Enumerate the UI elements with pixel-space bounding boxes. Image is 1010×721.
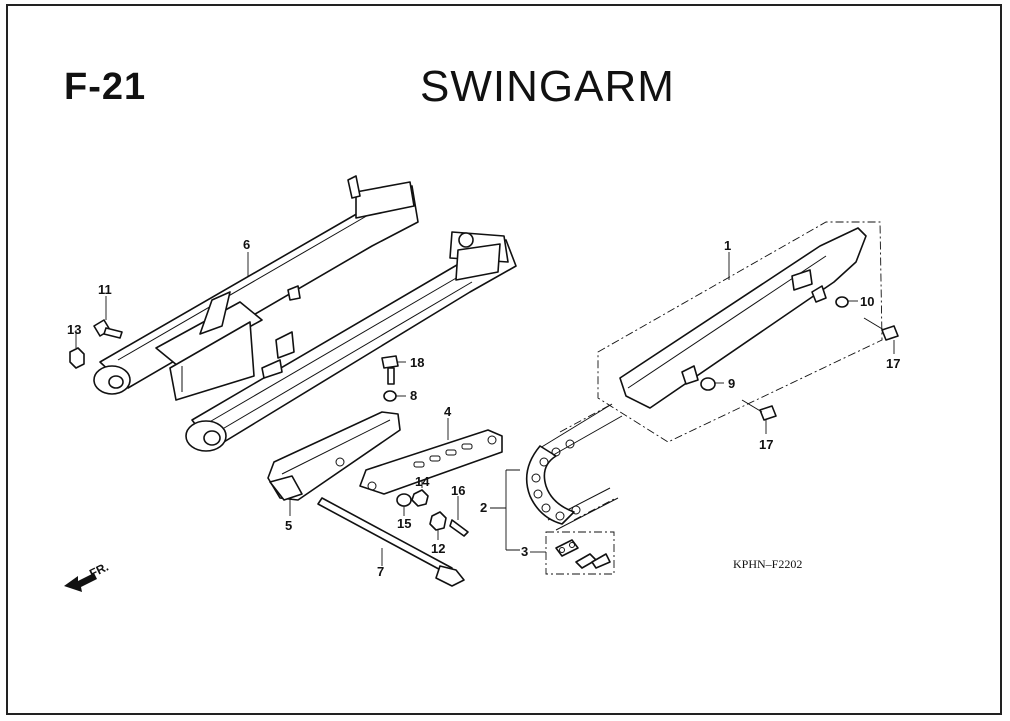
nut-14-part (411, 489, 429, 507)
washer-10-part (835, 296, 849, 308)
master-link-part (555, 539, 611, 569)
callout-4: 4 (444, 404, 452, 419)
bolt-17b-part (741, 399, 777, 421)
callout-15: 15 (397, 516, 411, 531)
leader-lines (75, 252, 895, 566)
washer-15-part (396, 493, 412, 507)
chain-case-part (619, 227, 867, 409)
axle-bolt-part (317, 497, 465, 587)
callout-1: 1 (724, 238, 731, 253)
chain-guide-plate-part (359, 429, 503, 495)
nut-13-part (69, 347, 85, 369)
drive-chain-part (525, 403, 623, 531)
callout-11: 11 (98, 282, 112, 297)
callout-2: 2 (480, 500, 487, 515)
callout-18: 18 (410, 355, 424, 370)
diagram-code: KPHN–F2202 (733, 557, 802, 571)
chain-case-enclosure (597, 221, 883, 443)
master-link-enclosure (545, 531, 615, 575)
bolt-17a-part (863, 317, 899, 341)
callout-5: 5 (285, 518, 292, 533)
direction-label: FR. (87, 560, 111, 581)
nut-12-part (429, 511, 447, 531)
callout-12: 12 (431, 541, 445, 556)
callout-10: 10 (860, 294, 874, 309)
callout-13: 13 (67, 322, 81, 337)
callout-6: 6 (243, 237, 250, 252)
callout-3: 3 (521, 544, 528, 559)
bolt-18-part (381, 355, 399, 385)
callout-14: 14 (415, 474, 430, 489)
swingarm-part (93, 175, 517, 452)
callout-9: 9 (728, 376, 735, 391)
page-title: SWINGARM (420, 62, 675, 111)
chain-slider-part (267, 411, 401, 501)
front-direction-arrow-icon (64, 573, 97, 592)
callout-17a: 17 (886, 356, 900, 371)
callout-17b: 17 (759, 437, 773, 452)
callout-7: 7 (377, 564, 384, 579)
washer-8-part (383, 390, 397, 402)
callout-8: 8 (410, 388, 417, 403)
washer-9-part (700, 377, 716, 391)
bolt-11-part (93, 319, 123, 339)
cotter-pin-16-part (449, 519, 469, 537)
page-code: F-21 (64, 66, 147, 108)
callout-16: 16 (451, 483, 465, 498)
chain-extension-dashes (559, 403, 617, 521)
